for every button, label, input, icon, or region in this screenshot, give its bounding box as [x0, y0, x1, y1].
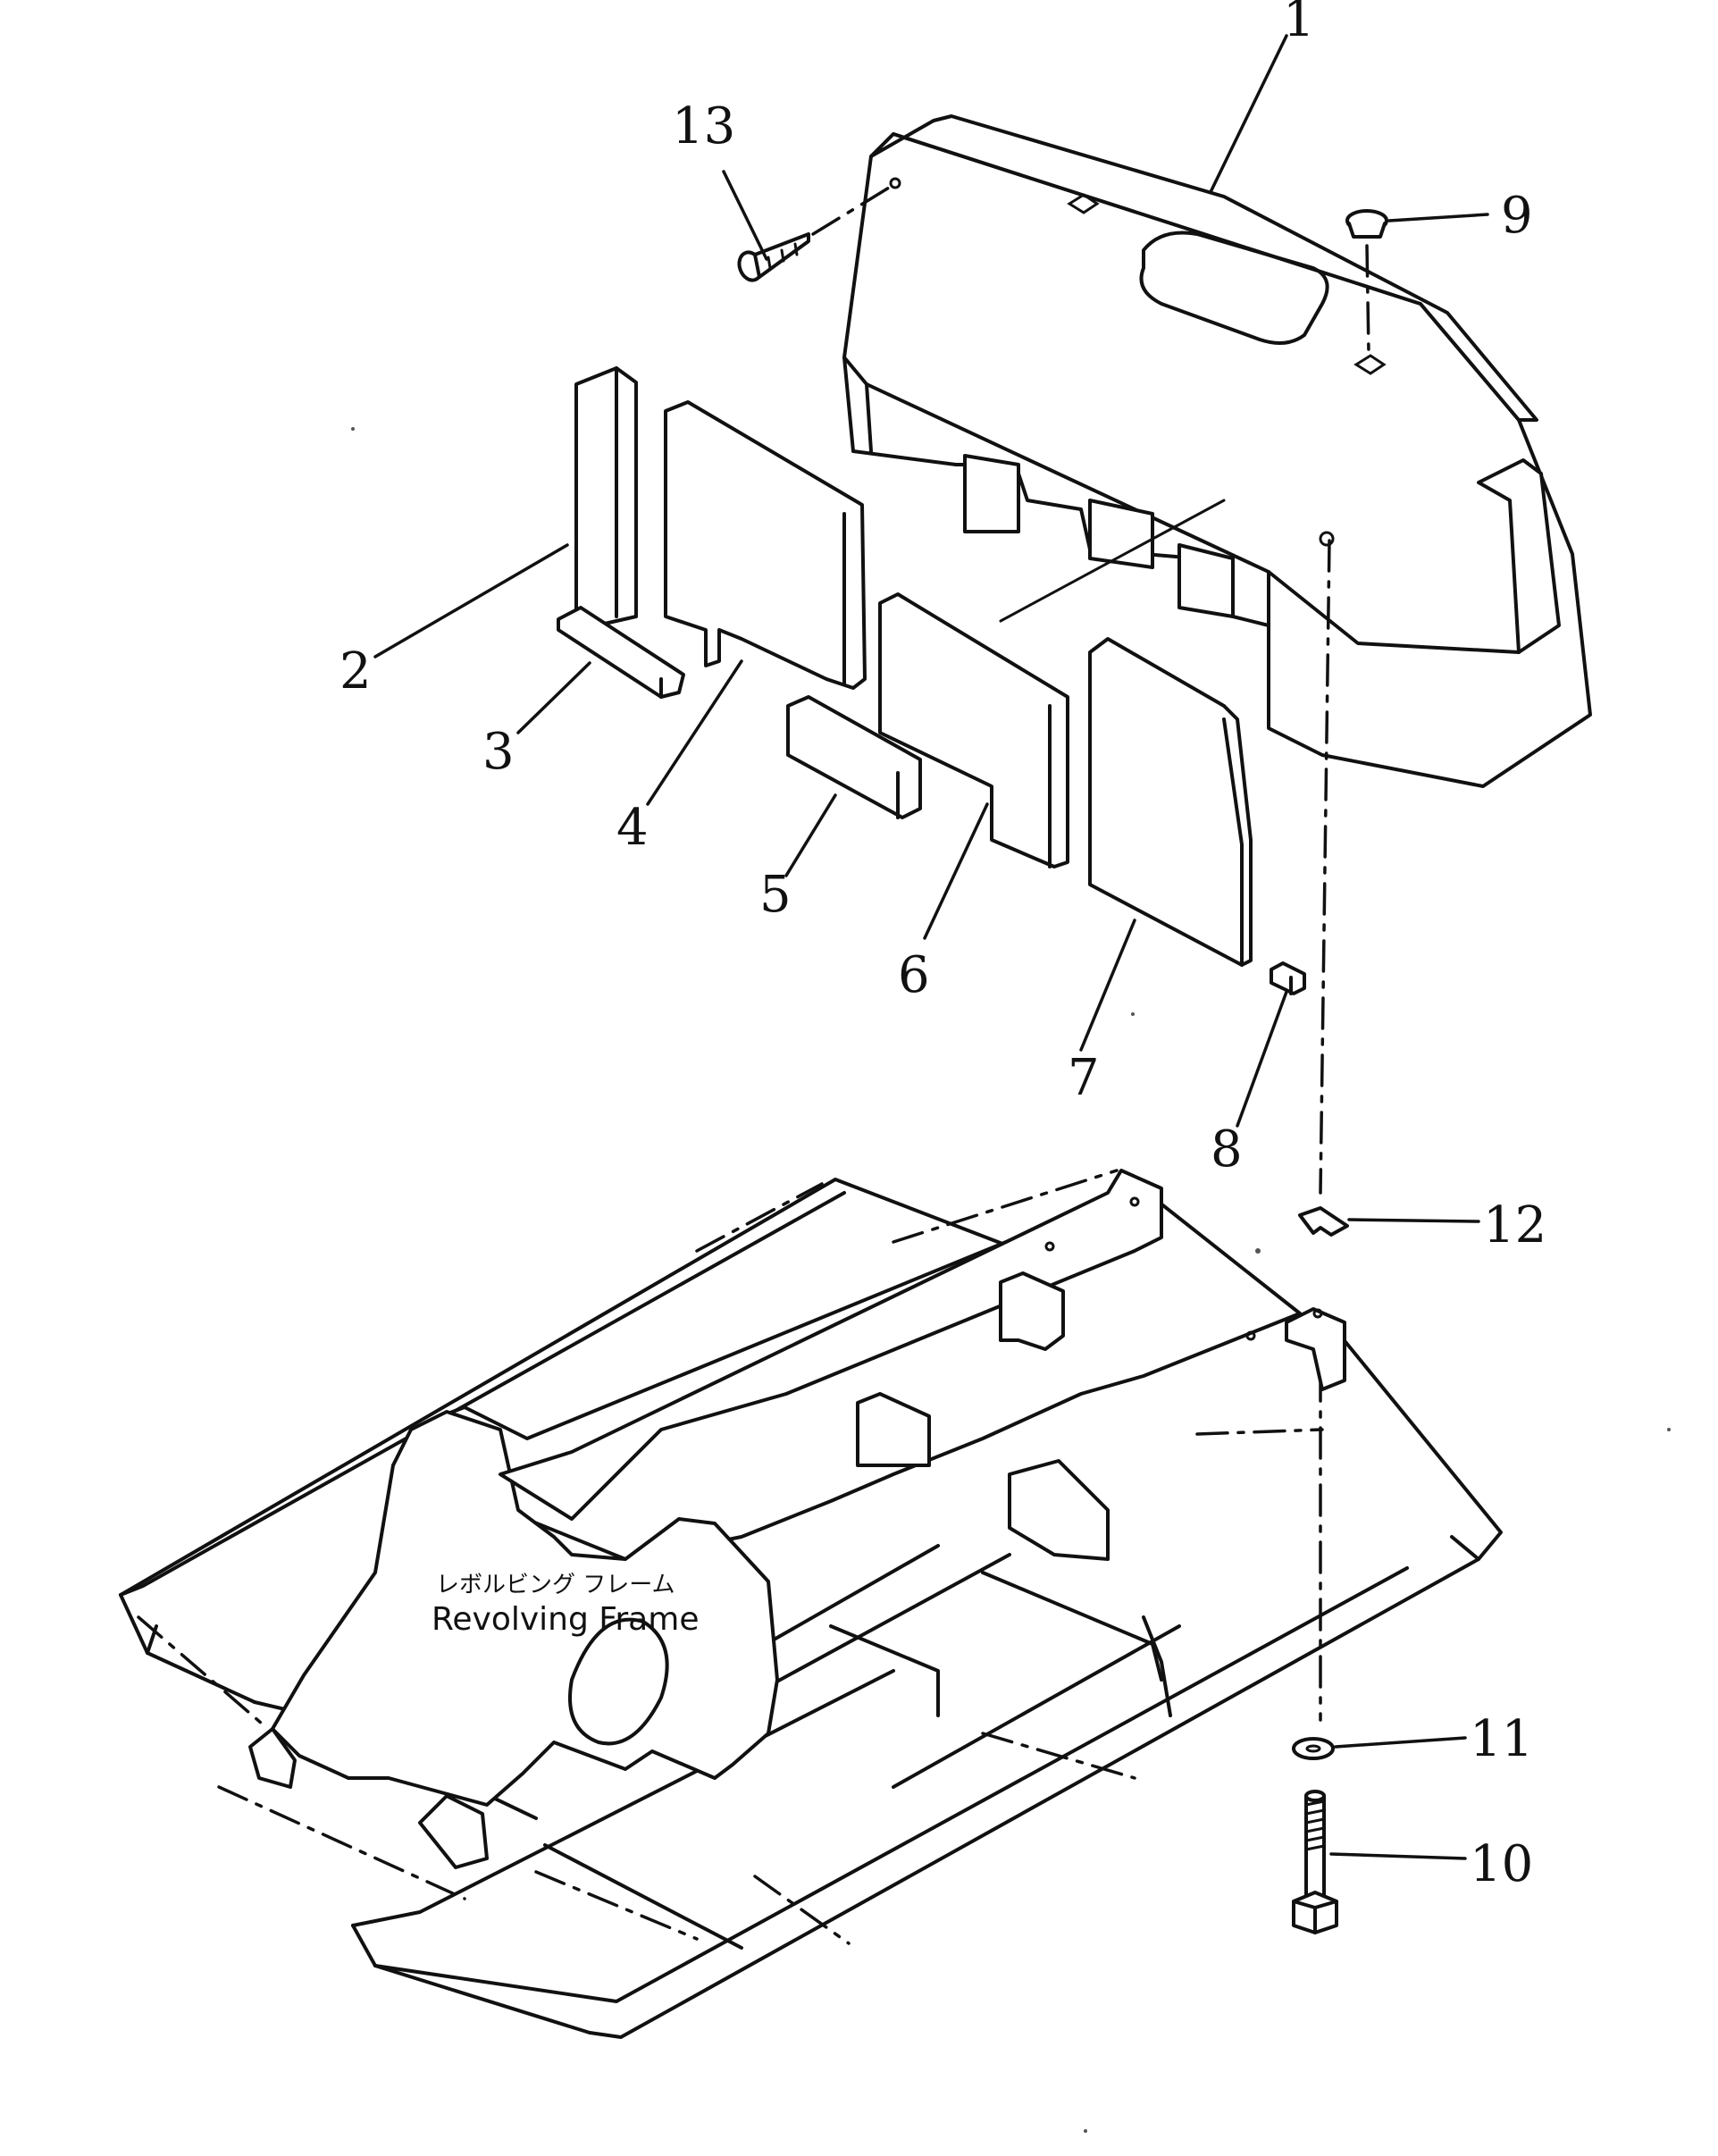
leader-5 [784, 793, 837, 877]
callout-3: 3 [482, 723, 515, 781]
callout-12: 12 [1483, 1196, 1546, 1254]
frame-label-japanese: レボルビング フレーム [436, 1572, 675, 1598]
callout-8: 8 [1211, 1120, 1243, 1179]
counterweight [842, 114, 1592, 788]
leader-2 [373, 543, 569, 659]
callout-5: 5 [759, 866, 792, 924]
callout-4: 4 [616, 799, 649, 857]
ballast-block-5 [786, 695, 922, 819]
ballast-plate-4 [664, 400, 867, 690]
callout-6: 6 [898, 946, 930, 1004]
leader-4 [646, 659, 743, 806]
ballast-plate-7 [1088, 637, 1253, 967]
callout-13: 13 [672, 97, 735, 155]
plug-9-axis [1365, 244, 1370, 355]
leader-10 [1329, 1852, 1467, 1860]
callout-11: 11 [1470, 1710, 1533, 1768]
leader-7 [1079, 919, 1136, 1052]
leader-3 [516, 661, 591, 734]
plug-9 [1345, 209, 1388, 239]
bolt-10 [1292, 1790, 1338, 1934]
shim-12 [1298, 1206, 1349, 1237]
leader-13 [722, 170, 768, 261]
callout-7: 7 [1068, 1049, 1100, 1107]
leader-1 [1209, 34, 1288, 194]
callout-1: 1 [1283, 0, 1315, 48]
revolving-frame [119, 1169, 1503, 2039]
leader-8 [1236, 990, 1288, 1128]
screw-13-axis [811, 186, 891, 236]
callout-2: 2 [339, 642, 372, 700]
ballast-plate-2 [574, 366, 638, 627]
washer-11 [1292, 1737, 1335, 1760]
ballast-block-3 [557, 606, 685, 699]
leader-9 [1387, 213, 1489, 222]
bolt-axis-upper [1319, 539, 1331, 1195]
leader-6 [923, 802, 989, 940]
leader-11 [1334, 1736, 1467, 1749]
callout-10: 10 [1470, 1835, 1533, 1893]
screw-13 [737, 232, 810, 282]
spacer-block-8 [1270, 961, 1306, 995]
frame-label-english: Revolving Frame [432, 1601, 699, 1638]
ballast-plate-6 [878, 592, 1069, 868]
leader-12 [1347, 1218, 1480, 1223]
callout-9: 9 [1501, 187, 1533, 245]
